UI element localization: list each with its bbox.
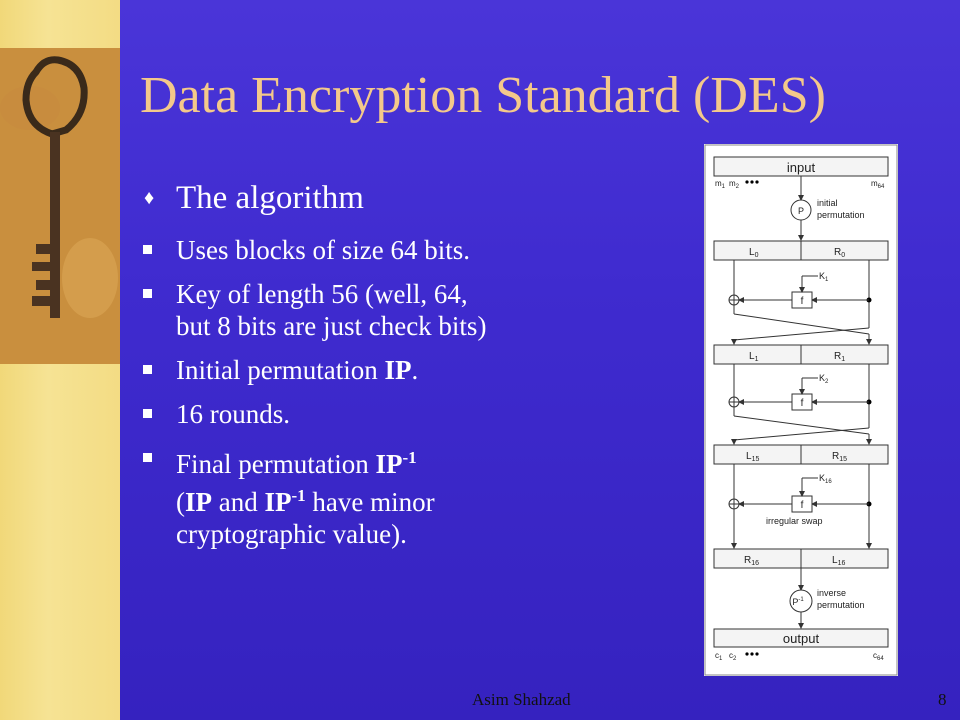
ellipsis-dot [750,180,754,184]
ellipsis-dot [755,652,759,656]
slide-title: Data Encryption Standard (DES) [140,67,826,124]
bullet-punctuation: . [411,355,419,385]
bullet-text-continued: but 8 bits are just check bits) [176,311,487,341]
antique-key-image [0,48,120,364]
m1-label: m1 [715,179,726,190]
bullet-bold-term: IP [384,355,412,385]
fp-node-label: P-1 [792,597,804,607]
des-diagram: input m1 m2 m64 P initial permutation L0… [704,144,898,676]
bullet-text: Key of length 56 (well, 64, [176,279,468,309]
bullet-text: ( [176,487,185,517]
m2-label: m2 [729,179,740,190]
square-bullet-icon [143,365,152,374]
ip-superscript: -1 [291,486,306,505]
k2-label: K2 [819,373,829,385]
ip-term: IP [264,487,292,517]
ip-term: IP [185,487,212,517]
ellipsis-dot [745,180,749,184]
ellipsis-dot [750,652,754,656]
c1-label: c1 [715,651,723,662]
diamond-bullet-icon: ♦ [144,187,155,209]
bullet-text: Uses blocks of size 64 bits. [176,235,470,265]
irregular-swap-label: irregular swap [766,516,823,526]
r0-label: R0 [834,247,845,259]
l0-label: L0 [749,247,759,259]
k16-label: K16 [819,473,832,485]
output-box [713,628,889,648]
bullet-text: have minor [305,487,435,517]
output-label: output [783,631,820,646]
bullet-text: 16 rounds. [176,399,290,429]
l15-label: L15 [746,451,759,463]
r15-label: R15 [832,451,847,463]
bullet-text: Initial permutation [176,355,385,385]
bullet-bold-term: IP-1 [264,486,306,517]
ip-node-label: P [798,206,804,216]
m64-label: m64 [871,179,885,190]
l1-label: L1 [749,351,759,363]
slide-number: 8 [938,690,947,709]
bullet-bold-term: IP-1 [375,448,417,479]
bullet-final-permutation: Final permutation IP-1 (IP and IP-1 have… [140,442,700,550]
ip-caption: initial [817,198,838,208]
ip-caption: permutation [817,210,865,220]
c2-label: c2 [729,651,737,662]
square-bullet-icon [143,245,152,254]
ip-term: IP [375,449,403,479]
ellipsis-dot [745,652,749,656]
fp-caption: permutation [817,600,865,610]
f-label: f [801,296,804,307]
bullet-text-continued: cryptographic value). [176,519,407,549]
slide-body: ♦ The algorithm Uses blocks of size 64 b… [140,178,700,550]
bullet-key-length: Key of length 56 (well, 64, but 8 bits a… [140,278,700,342]
heading-text: The algorithm [176,180,364,216]
bullet-block-size: Uses blocks of size 64 bits. [140,234,700,266]
c64-label: c64 [873,651,884,662]
bullet-text: and [212,487,265,517]
fp-caption: inverse [817,588,846,598]
footer-author: Asim Shahzad [472,690,571,709]
bullet-text: Final permutation [176,449,376,479]
heading-bullet: ♦ The algorithm [140,178,700,218]
square-bullet-icon [143,453,152,462]
f-label: f [801,398,804,409]
square-bullet-icon [143,409,152,418]
bullet-initial-permutation: Initial permutation IP. [140,354,700,386]
input-label: input [787,160,816,175]
ip-superscript: -1 [402,448,417,467]
k1-label: K1 [819,271,829,283]
ellipsis-dot [755,180,759,184]
f-label: f [801,500,804,511]
bullet-rounds: 16 rounds. [140,398,700,430]
square-bullet-icon [143,289,152,298]
r1-label: R1 [834,351,845,363]
l16-label: L16 [832,555,845,567]
r16-label: R16 [744,555,759,567]
